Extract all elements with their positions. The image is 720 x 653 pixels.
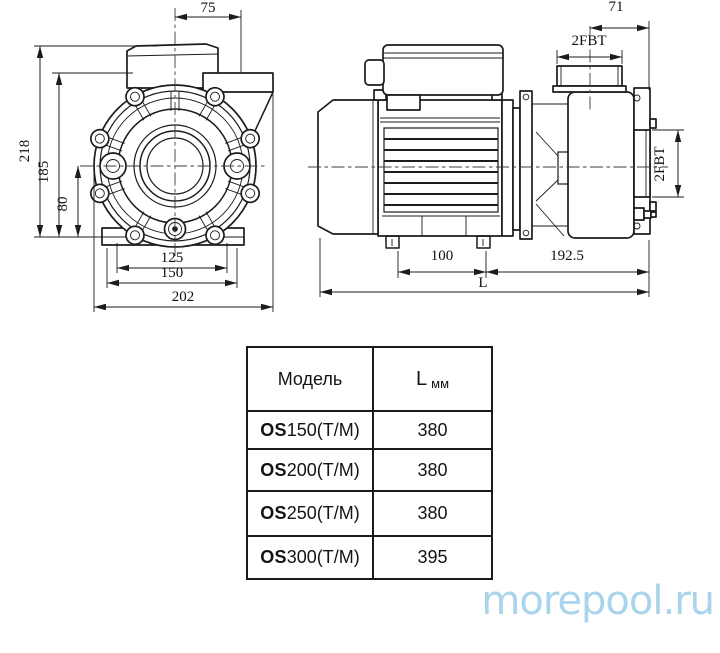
dim-label-218: 218 bbox=[17, 140, 33, 163]
dim-label-150: 150 bbox=[161, 265, 184, 281]
length-cell: 380 bbox=[372, 490, 493, 537]
table-row: OS150(T/M) 380 bbox=[246, 410, 493, 450]
side-view-dimensions: 71 2FBT 2FBT 100 192.5 L bbox=[319, 0, 684, 297]
table-row: OS300(T/M) 395 bbox=[246, 535, 493, 580]
model-cell: OS200(T/M) bbox=[246, 448, 374, 492]
dim-label-192-5: 192.5 bbox=[550, 248, 584, 264]
length-cell: 395 bbox=[372, 535, 493, 580]
pump-technical-drawing: 75 218 185 80 125 150 202 bbox=[17, 0, 684, 312]
front-view-drawing: 75 218 185 80 125 150 202 bbox=[17, 0, 274, 312]
dim-label-71: 71 bbox=[609, 0, 624, 15]
length-cell: 380 bbox=[372, 448, 493, 492]
table-header-model: Модель bbox=[246, 346, 374, 412]
table-row: OS250(T/M) 380 bbox=[246, 490, 493, 537]
table-row: OS200(T/M) 380 bbox=[246, 448, 493, 492]
length-cell: 380 bbox=[372, 410, 493, 450]
model-cell: OS250(T/M) bbox=[246, 490, 374, 537]
dim-label-100: 100 bbox=[431, 248, 454, 264]
model-cell: OS150(T/M) bbox=[246, 410, 374, 450]
dim-label-2fbt-top: 2FBT bbox=[571, 33, 606, 49]
dim-label-80: 80 bbox=[55, 197, 71, 212]
dim-label-125: 125 bbox=[161, 250, 184, 266]
dim-label-L: L bbox=[478, 275, 487, 291]
bolt-bosses bbox=[89, 86, 261, 246]
dim-label-75: 75 bbox=[201, 0, 216, 16]
side-view-drawing: 71 2FBT 2FBT 100 192.5 L bbox=[308, 0, 684, 297]
dim-label-2fbt-side: 2FBT bbox=[652, 146, 668, 181]
dim-label-202: 202 bbox=[172, 289, 195, 305]
watermark-logo: morepool.ru bbox=[481, 578, 715, 624]
model-cell: OS300(T/M) bbox=[246, 535, 374, 580]
dim-label-185: 185 bbox=[36, 161, 52, 184]
front-view-dimensions: 75 218 185 80 125 150 202 bbox=[17, 0, 274, 312]
